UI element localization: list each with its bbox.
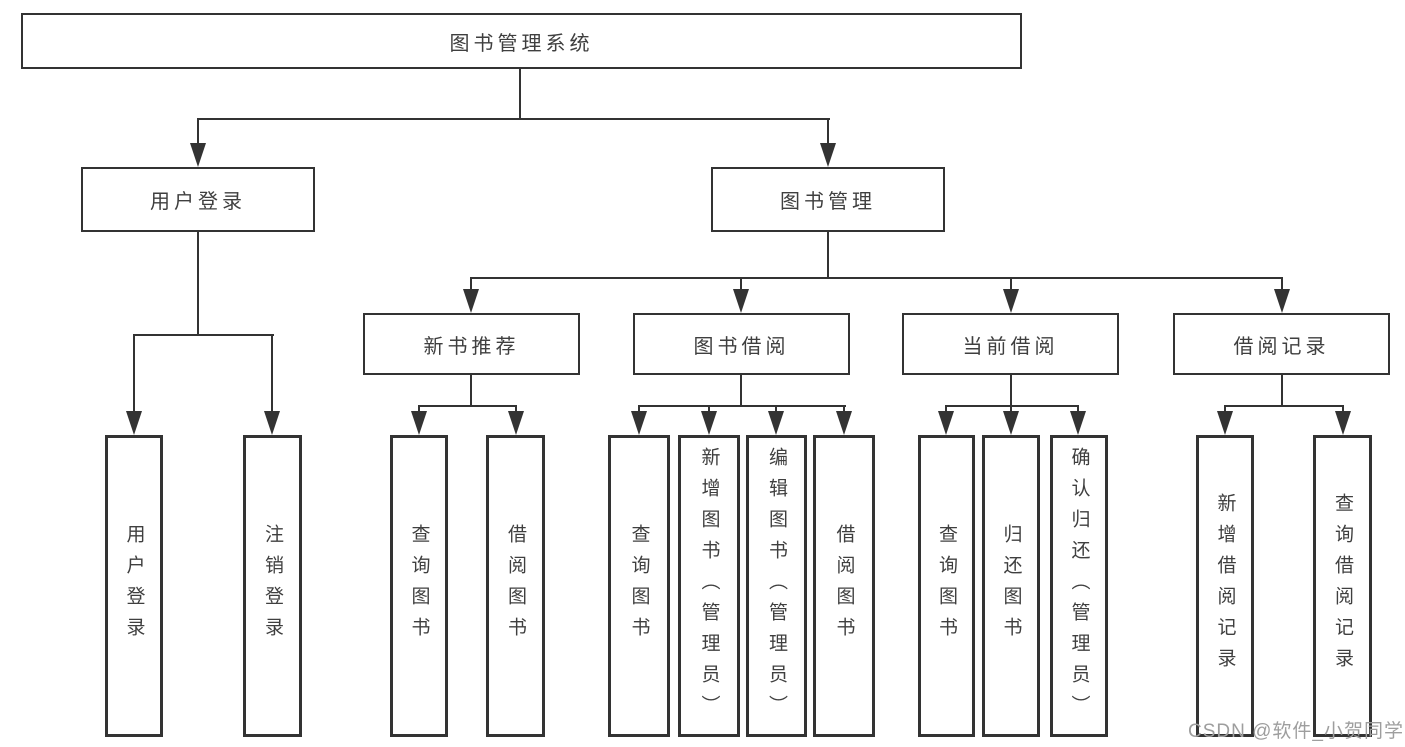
connector-bookmgmt-drop-1 — [470, 277, 472, 291]
arrowhead-to-borrow-records — [1274, 289, 1290, 313]
leaf-borrowing-add-books: 新增图书（管理员） — [678, 435, 740, 737]
connector-borrowing-drop-2 — [708, 405, 710, 414]
leaf-current-confirm-return: 确认归还（管理员） — [1050, 435, 1108, 737]
csdn-watermark: CSDN @软件_小贺同学 — [1188, 721, 1404, 742]
connector-userlogin-hline — [133, 334, 274, 336]
connector-userlogin-drop-2 — [271, 334, 273, 414]
arrowhead-to-newbooks-borrow — [508, 411, 524, 435]
leaf-newbooks-borrow-books: 借阅图书 — [486, 435, 545, 737]
connector-bookmgmt-stem — [827, 232, 829, 279]
node-user-login: 用户登录 — [81, 167, 315, 232]
arrowhead-to-current-borrowing — [1003, 289, 1019, 313]
leaf-records-query-record: 查询借阅记录 — [1313, 435, 1372, 737]
leaf-newbooks-query-books: 查询图书 — [390, 435, 448, 737]
connector-current-stem — [1010, 375, 1012, 407]
arrowhead-to-current-confirm — [1070, 411, 1086, 435]
node-new-book-recommend: 新书推荐 — [363, 313, 580, 375]
leaf-current-return-books: 归还图书 — [982, 435, 1040, 737]
leaf-borrowing-query-books: 查询图书 — [608, 435, 670, 737]
connector-userlogin-drop-1 — [133, 334, 135, 414]
arrowhead-to-current-query — [938, 411, 954, 435]
connector-bookmgmt-drop-4 — [1281, 277, 1283, 291]
node-borrow-records: 借阅记录 — [1173, 313, 1390, 375]
arrowhead-to-borrowing-edit — [768, 411, 784, 435]
leaf-borrowing-edit-books: 编辑图书（管理员） — [746, 435, 807, 737]
arrowhead-to-records-add — [1217, 411, 1233, 435]
arrowhead-to-new-book-recommend — [463, 289, 479, 313]
connector-borrowing-hline — [638, 405, 846, 407]
connector-root-left-drop — [197, 118, 199, 146]
connector-records-hline — [1224, 405, 1344, 407]
connector-root-hline — [197, 118, 830, 120]
connector-records-stem — [1281, 375, 1283, 407]
connector-borrowing-stem — [740, 375, 742, 407]
leaf-user-login: 用户登录 — [105, 435, 163, 737]
arrowhead-to-book-management — [820, 143, 836, 167]
connector-newbooks-hline — [418, 405, 517, 407]
connector-borrowing-drop-1 — [638, 405, 640, 414]
node-current-borrowing: 当前借阅 — [902, 313, 1119, 375]
connector-bookmgmt-hline — [470, 277, 1283, 279]
connector-current-drop-1 — [945, 405, 947, 414]
arrowhead-to-book-borrowing — [733, 289, 749, 313]
connector-newbooks-stem — [470, 375, 472, 407]
leaf-records-add-record: 新增借阅记录 — [1196, 435, 1254, 737]
connector-root-right-drop — [827, 118, 829, 146]
arrowhead-to-leaf-user-login — [126, 411, 142, 435]
arrowhead-to-leaf-logout — [264, 411, 280, 435]
node-book-management: 图书管理 — [711, 167, 945, 232]
connector-newbooks-drop-1 — [418, 405, 420, 414]
arrowhead-to-borrowing-borrow — [836, 411, 852, 435]
arrowhead-to-borrowing-query — [631, 411, 647, 435]
connector-current-hline — [945, 405, 1079, 407]
connector-current-drop-2 — [1010, 405, 1012, 414]
connector-borrowing-drop-3 — [775, 405, 777, 414]
connector-borrowing-drop-4 — [843, 405, 845, 414]
leaf-logout: 注销登录 — [243, 435, 302, 737]
arrowhead-to-borrowing-add — [701, 411, 717, 435]
arrowhead-to-current-return — [1003, 411, 1019, 435]
connector-bookmgmt-drop-2 — [740, 277, 742, 291]
connector-records-drop-1 — [1224, 405, 1226, 414]
connector-current-drop-3 — [1077, 405, 1079, 414]
node-library-system: 图书管理系统 — [21, 13, 1022, 69]
connector-records-drop-2 — [1342, 405, 1344, 414]
arrowhead-to-newbooks-query — [411, 411, 427, 435]
connector-userlogin-stem — [197, 232, 199, 336]
arrowhead-to-user-login — [190, 143, 206, 167]
arrowhead-to-records-query — [1335, 411, 1351, 435]
connector-bookmgmt-drop-3 — [1010, 277, 1012, 291]
leaf-borrowing-borrow-books: 借阅图书 — [813, 435, 875, 737]
connector-newbooks-drop-2 — [515, 405, 517, 414]
node-book-borrowing: 图书借阅 — [633, 313, 850, 375]
leaf-current-query-books: 查询图书 — [918, 435, 975, 737]
connector-root-stem — [519, 69, 521, 119]
